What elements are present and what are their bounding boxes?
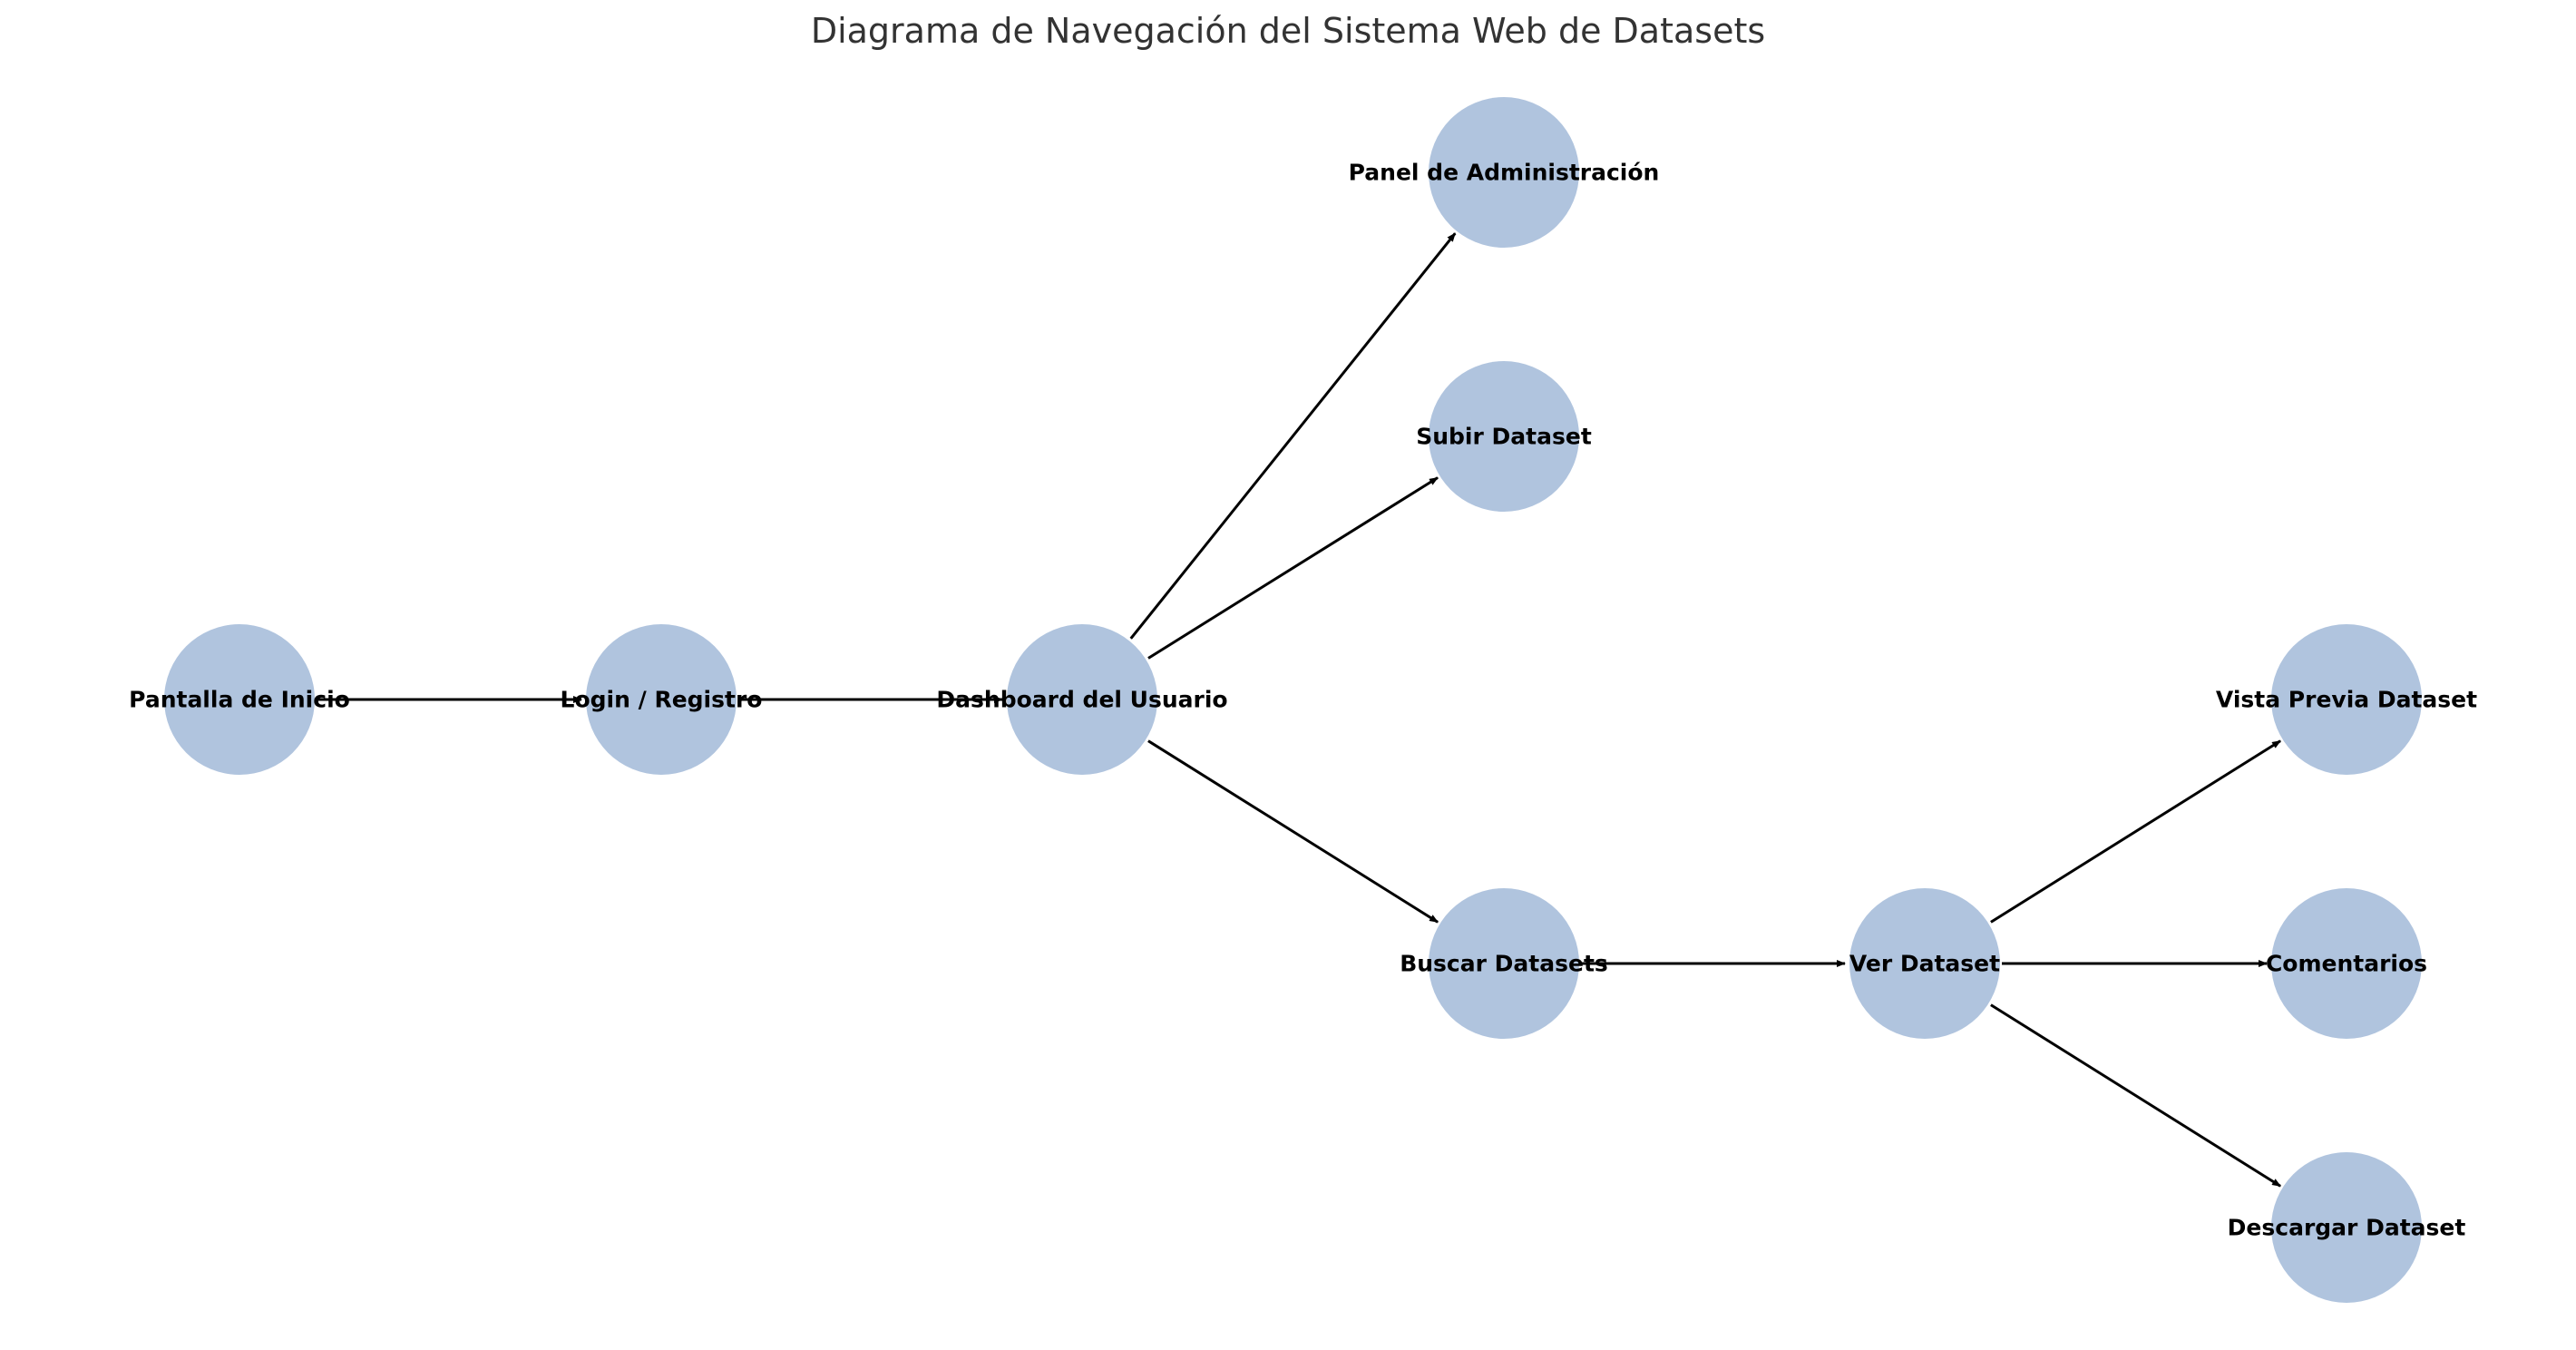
node-circle <box>1429 888 1579 1039</box>
node-buscar-datasets <box>1429 888 1579 1039</box>
node-dashboard <box>1007 624 1157 775</box>
node-login-registro <box>586 624 737 775</box>
node-label-descargar-dataset: Descargar Dataset <box>2228 1215 2466 1241</box>
node-label-ver-dataset: Ver Dataset <box>1849 951 2000 977</box>
node-label-buscar-datasets: Buscar Datasets <box>1400 951 1608 977</box>
node-circle <box>1429 97 1579 248</box>
node-panel-admin <box>1429 97 1579 248</box>
node-descargar-dataset <box>2271 1152 2422 1303</box>
node-comentarios <box>2271 888 2422 1039</box>
edge-dashboard-to-subir-dataset <box>1147 476 1439 660</box>
node-pantalla-inicio <box>164 624 315 775</box>
node-label-vista-previa: Vista Previa Dataset <box>2216 687 2477 713</box>
edge-dashboard-to-buscar-datasets <box>1147 739 1439 924</box>
node-label-pantalla-inicio: Pantalla de Inicio <box>129 687 350 713</box>
node-label-login-registro: Login / Registro <box>561 687 763 713</box>
node-label-subir-dataset: Subir Dataset <box>1416 424 1592 450</box>
edge-ver-dataset-to-vista-previa <box>1990 739 2281 924</box>
edge-dashboard-to-panel-admin <box>1129 232 1457 640</box>
node-label-comentarios: Comentarios <box>2266 951 2427 977</box>
node-circle <box>1849 888 2000 1039</box>
node-subir-dataset <box>1429 361 1579 512</box>
node-circle <box>164 624 315 775</box>
node-circle <box>2271 1152 2422 1303</box>
nodes-layer <box>164 97 2422 1303</box>
edges-layer <box>317 232 2281 1188</box>
node-label-dashboard: Dashboard del Usuario <box>936 687 1227 713</box>
node-vista-previa <box>2271 624 2422 775</box>
node-circle <box>1007 624 1157 775</box>
node-circle <box>586 624 737 775</box>
node-label-panel-admin: Panel de Administración <box>1349 160 1660 186</box>
diagram-title: Diagrama de Navegación del Sistema Web d… <box>810 11 1766 51</box>
edge-ver-dataset-to-descargar-dataset <box>1990 1003 2281 1188</box>
node-ver-dataset <box>1849 888 2000 1039</box>
node-circle <box>2271 888 2422 1039</box>
node-circle <box>1429 361 1579 512</box>
node-circle <box>2271 624 2422 775</box>
